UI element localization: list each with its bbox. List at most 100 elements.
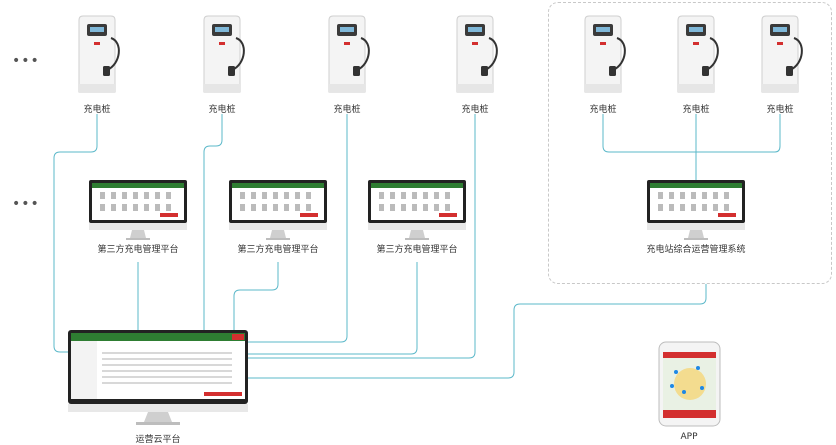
screen-item <box>295 204 300 211</box>
screen-item <box>295 192 300 199</box>
charger-pile <box>761 15 803 93</box>
screen-item <box>284 192 289 199</box>
connection-line <box>246 114 348 343</box>
screen-close <box>232 334 244 340</box>
screen-item <box>445 204 450 211</box>
more-chargers-ellipsis: ••• <box>12 53 40 69</box>
charger-pile <box>203 15 245 93</box>
screen-item <box>669 204 674 211</box>
screen-item <box>702 192 707 199</box>
screen-row <box>102 370 232 372</box>
screen-item <box>691 192 696 199</box>
screen-item <box>262 204 267 211</box>
screen-item <box>680 192 685 199</box>
charger-pile <box>456 15 498 93</box>
screen-item <box>306 204 311 211</box>
phone-header <box>663 352 716 358</box>
screen-header <box>71 333 245 341</box>
third-party-monitor <box>229 180 327 240</box>
screen-row <box>102 376 232 378</box>
screen-row <box>102 364 232 366</box>
third-party-platform-label: 第三方充电管理平台 <box>376 245 458 255</box>
screen-item <box>133 204 138 211</box>
screen-item <box>240 192 245 199</box>
screen-item <box>423 204 428 211</box>
connection-line <box>53 114 98 353</box>
screen-item <box>306 192 311 199</box>
screen-item <box>144 192 149 199</box>
screen-item <box>434 204 439 211</box>
charger-label: 充电桩 <box>589 105 617 115</box>
screen-item <box>401 204 406 211</box>
connection-lines <box>53 114 781 379</box>
monitor-neck <box>144 412 172 422</box>
map-pin <box>670 384 674 388</box>
screen-item <box>100 204 105 211</box>
screen-row <box>102 358 232 360</box>
screen-item <box>284 204 289 211</box>
screen-item <box>412 204 417 211</box>
connection-line <box>203 114 223 336</box>
third-party-monitor <box>368 180 466 240</box>
station-monitor <box>647 180 745 240</box>
charger-label: 充电桩 <box>208 105 236 115</box>
screen-item <box>122 204 127 211</box>
screen-item <box>155 204 160 211</box>
charger-pile <box>677 15 719 93</box>
third-party-monitor <box>89 180 187 240</box>
screen-item <box>111 192 116 199</box>
charger-label: 充电桩 <box>333 105 361 115</box>
screen-item <box>379 204 384 211</box>
screen-item <box>251 204 256 211</box>
screen-item <box>702 204 707 211</box>
screen-sidebar <box>71 341 97 399</box>
screen-row <box>102 382 232 384</box>
monitor-chin <box>68 404 248 412</box>
screen-button <box>439 213 457 217</box>
screen-item <box>251 192 256 199</box>
screen-item <box>401 192 406 199</box>
station-group-boundary <box>548 2 832 284</box>
third-party-platform-label: 第三方充电管理平台 <box>97 245 179 255</box>
screen-item <box>166 192 171 199</box>
screen-item <box>111 204 116 211</box>
screen-action <box>204 392 242 396</box>
connection-line <box>602 114 781 153</box>
screen-item <box>724 192 729 199</box>
device-shapes <box>68 15 803 427</box>
map-pin <box>674 370 678 374</box>
screen-item <box>379 192 384 199</box>
map-pin <box>696 366 700 370</box>
screen-item <box>390 204 395 211</box>
charger-label: 充电桩 <box>83 105 111 115</box>
screen-item <box>658 204 663 211</box>
charger-label: 充电桩 <box>682 105 710 115</box>
screen-item <box>273 192 278 199</box>
screen-item <box>423 192 428 199</box>
charger-pile <box>584 15 626 93</box>
map-area <box>674 368 706 400</box>
screen-item <box>724 204 729 211</box>
screen-item <box>155 192 160 199</box>
screen-item <box>262 192 267 199</box>
app-label: APP <box>680 432 698 442</box>
screen-item <box>713 204 718 211</box>
screen-item <box>669 192 674 199</box>
screen-item <box>133 192 138 199</box>
connection-line <box>233 262 279 334</box>
screen-item <box>144 204 149 211</box>
screen-item <box>680 204 685 211</box>
charger-pile <box>328 15 370 93</box>
phone-footer <box>663 410 716 418</box>
monitor-base <box>136 422 180 425</box>
connection-line <box>246 284 707 379</box>
screen-button <box>718 213 736 217</box>
screen-button <box>160 213 178 217</box>
screen-item <box>122 192 127 199</box>
screen-item <box>434 192 439 199</box>
screen-item <box>240 204 245 211</box>
screen-item <box>445 192 450 199</box>
screen-item <box>691 204 696 211</box>
